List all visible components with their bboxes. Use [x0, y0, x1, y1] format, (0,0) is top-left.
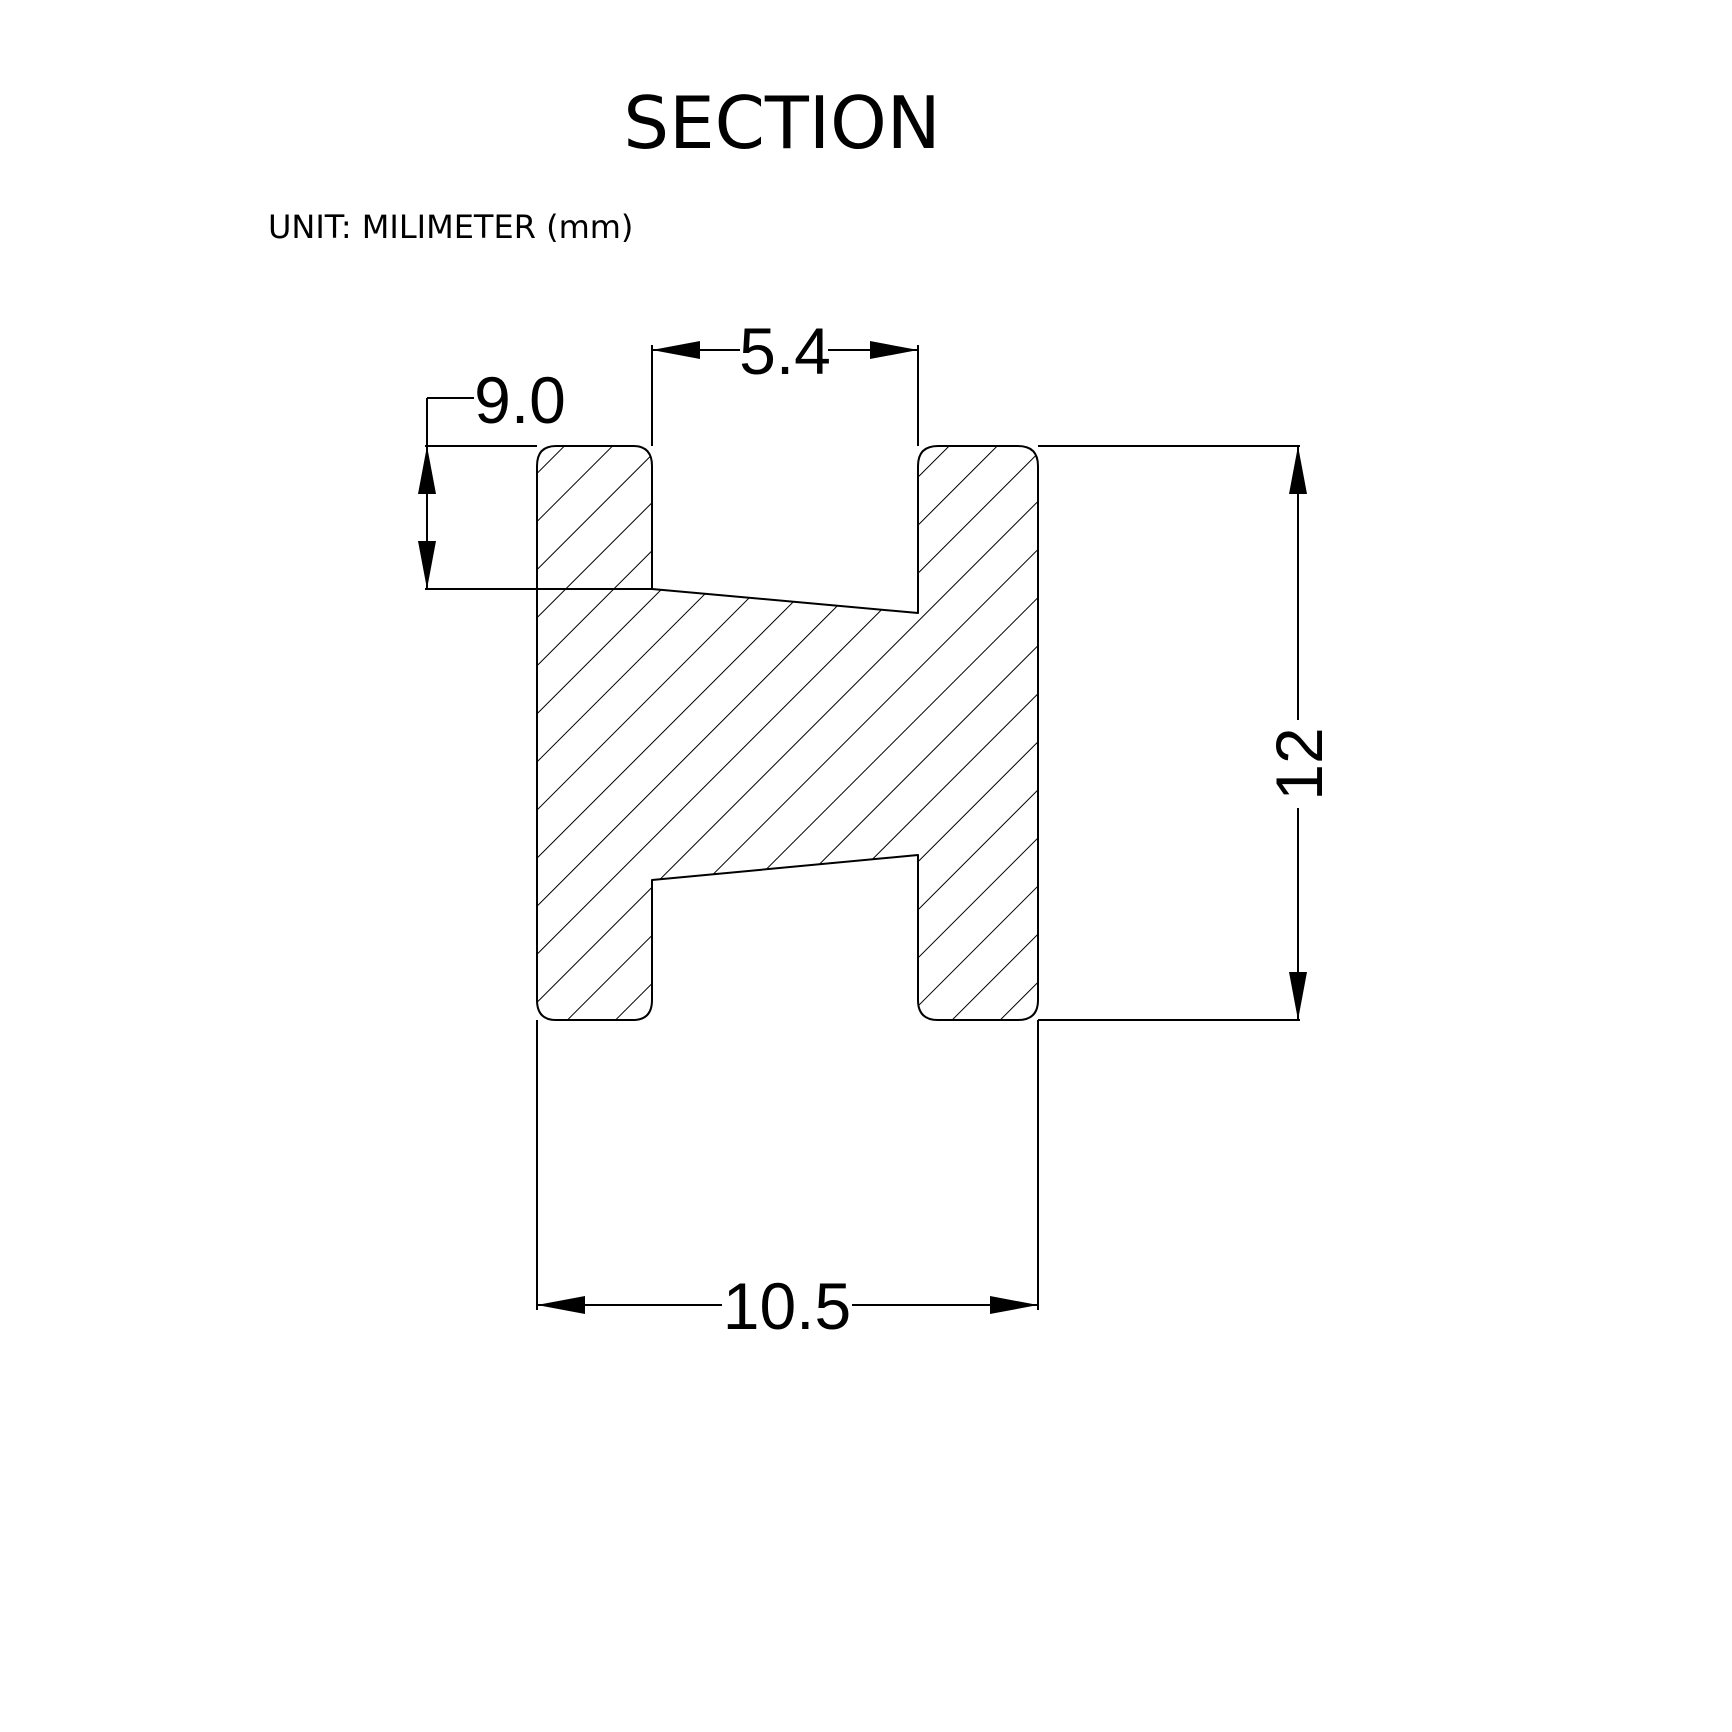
section-profile: [536, 445, 1039, 1021]
dimension-overall-height: 12: [1038, 445, 1336, 1021]
dimension-overall-width: 10.5: [536, 1020, 1039, 1343]
unit-note: UNIT: MILIMETER (mm): [268, 208, 633, 246]
dimension-label-overall-height: 12: [1262, 727, 1336, 800]
dimension-groove-depth: 9.0: [418, 363, 652, 590]
dimension-label-groove-depth: 9.0: [474, 363, 566, 437]
page-title: SECTION: [623, 81, 940, 165]
dimension-label-overall-width: 10.5: [723, 1269, 851, 1343]
dimension-top-groove-width: 5.4: [651, 314, 919, 446]
dimension-label-top-groove-width: 5.4: [739, 314, 831, 388]
